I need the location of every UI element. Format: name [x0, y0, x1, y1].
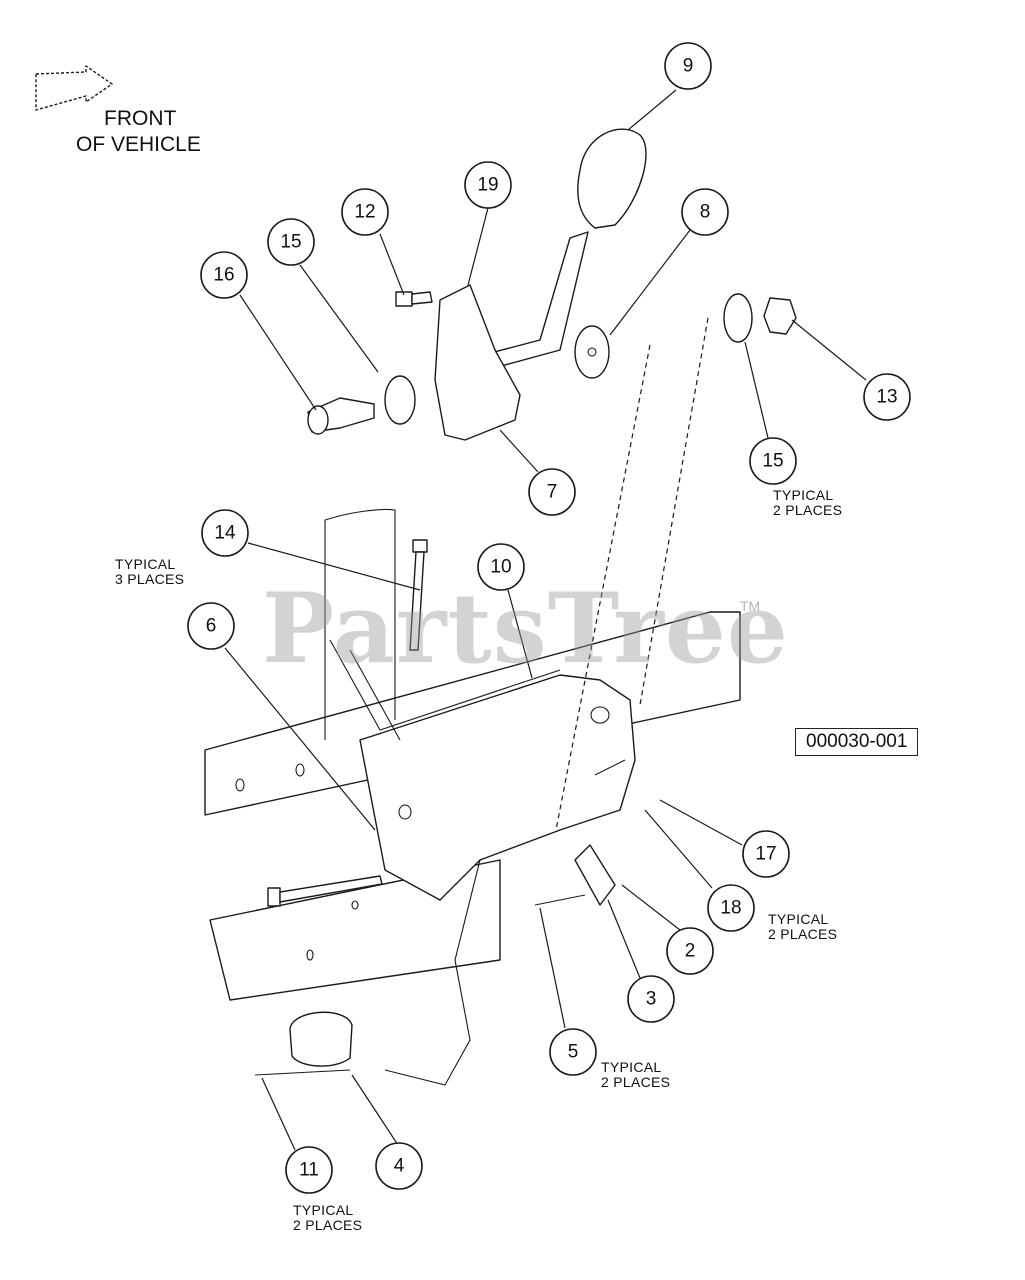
callout-2: 2: [666, 927, 714, 975]
callout-15b: 15: [749, 437, 797, 485]
nut-13: [763, 297, 797, 335]
callout-4: 4: [375, 1142, 423, 1190]
callout-10: 10: [477, 543, 525, 591]
mounting-bracket: [329, 639, 636, 1086]
callout-18: 18: [707, 884, 755, 932]
callout-8: 8: [681, 188, 729, 236]
callout-16: 16: [200, 251, 248, 299]
reference-number: 000030-001: [795, 728, 919, 756]
callout-6: 6: [187, 602, 235, 650]
lower-bolt: [267, 875, 383, 907]
callout-5: 5: [549, 1028, 597, 1076]
svg-text:11: 11: [299, 1160, 319, 1181]
washer-15-right: [723, 293, 753, 343]
svg-text:3: 3: [646, 989, 657, 1010]
watermark-tm: TM: [740, 598, 761, 614]
bumper-4: [289, 1011, 353, 1067]
callout-19: 19: [464, 161, 512, 209]
svg-text:7: 7: [547, 482, 558, 503]
svg-text:8: 8: [700, 202, 711, 223]
callout-17: 17: [742, 830, 790, 878]
svg-text:18: 18: [720, 898, 741, 919]
front-of-vehicle-label: FRONT OF VEHICLE: [76, 107, 201, 157]
lever-plate: [434, 284, 521, 441]
shift-lever: [444, 128, 647, 381]
svg-text:10: 10: [490, 557, 511, 578]
callout-12: 12: [341, 188, 389, 236]
leader-lines: [224, 89, 867, 1151]
svg-text:12: 12: [354, 202, 375, 223]
callouts: 9 19 12 8 15 16 13 15 7 14 10 6 17 18 2 …: [187, 42, 911, 1194]
svg-text:16: 16: [213, 265, 234, 286]
svg-text:13: 13: [876, 387, 897, 408]
svg-text:4: 4: [394, 1156, 405, 1177]
svg-text:17: 17: [755, 844, 776, 865]
front-arrow-icon: [35, 65, 113, 111]
bolt-12: [395, 291, 433, 307]
callout-3: 3: [627, 975, 675, 1023]
svg-text:9: 9: [683, 56, 694, 77]
svg-text:2: 2: [685, 941, 696, 962]
svg-text:15: 15: [762, 451, 783, 472]
callout-14: 14: [201, 509, 249, 557]
callout-7: 7: [528, 468, 576, 516]
bolt-14: [409, 539, 428, 651]
svg-text:5: 5: [568, 1042, 579, 1063]
callout-9: 9: [664, 42, 712, 90]
svg-text:15: 15: [280, 232, 301, 253]
bumper-3: [574, 844, 616, 906]
svg-text:14: 14: [214, 523, 236, 544]
washer-15: [384, 375, 416, 425]
svg-text:6: 6: [206, 616, 217, 637]
watermark: PartsTree: [262, 572, 789, 685]
callout-11: 11: [285, 1146, 333, 1194]
callout-13: 13: [863, 373, 911, 421]
callout-15: 15: [267, 218, 315, 266]
svg-text:19: 19: [477, 175, 498, 196]
